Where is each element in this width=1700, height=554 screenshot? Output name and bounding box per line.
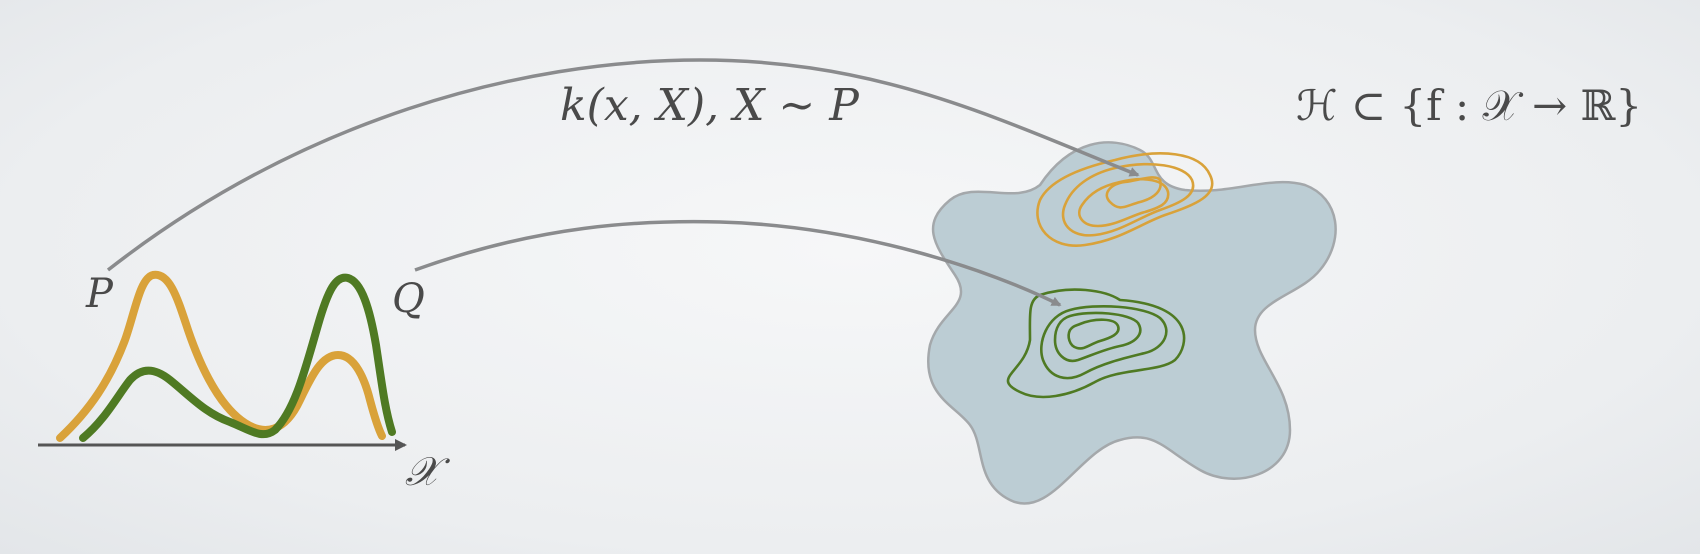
label-P: P (85, 271, 114, 317)
p-contour-mid (1061, 162, 1195, 237)
kernel-mean-map-label: k(x, X), X ∼ P (560, 80, 860, 131)
p-embedding-contours (1036, 152, 1214, 247)
p-density-curve (56, 270, 386, 442)
p-contour-inner (1078, 178, 1170, 228)
q-contour-mid (1040, 305, 1168, 380)
p-to-rkhs-arrow (106, 58, 1140, 272)
q-density-curve (79, 273, 396, 442)
q-contour-core (1067, 318, 1120, 350)
p-contour-core (1105, 176, 1162, 209)
rkhs-blob (927, 141, 1337, 505)
p-contour-outer (1036, 152, 1214, 247)
label-input-space: 𝒳 (405, 449, 451, 495)
q-to-rkhs-arrow (414, 219, 1062, 307)
label-Q: Q (392, 276, 425, 322)
rkhs-label: ℋ ⊂ {f : 𝒳 → ℝ} (1296, 81, 1642, 130)
q-contour-inner (1053, 311, 1142, 363)
q-contour-outer (1006, 288, 1186, 399)
q-embedding-contours (1006, 288, 1186, 399)
